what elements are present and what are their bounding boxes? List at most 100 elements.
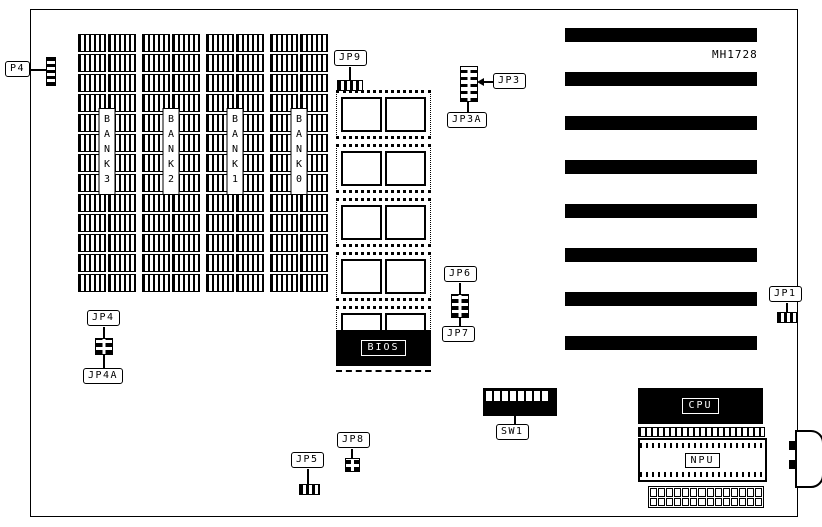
- jumper-jp4-pins: [95, 338, 113, 355]
- connector-pin: [666, 488, 674, 497]
- memory-dip-chip: [206, 194, 234, 212]
- connector-pin: [722, 497, 730, 506]
- memory-dip-chip: [236, 54, 264, 72]
- memory-dip-chip: [300, 274, 328, 292]
- memory-dip-chip: [236, 194, 264, 212]
- memory-dip-chip: [300, 34, 328, 52]
- jumper-jp8-pins: [345, 458, 360, 472]
- memory-dip-chip: [206, 254, 234, 272]
- pointer-line: [467, 101, 469, 112]
- memory-dip-chip: [172, 194, 200, 212]
- dip-switch-position: [526, 391, 532, 401]
- chip-socket-row: [336, 90, 431, 139]
- bios-chip: BIOS: [336, 330, 431, 366]
- connector-pin: [682, 497, 690, 506]
- memory-dip-chip: [172, 74, 200, 92]
- connector-pin: [666, 497, 674, 506]
- connector-pin: [650, 488, 658, 497]
- memory-dip-chip: [142, 74, 170, 92]
- memory-dip-chip: [142, 194, 170, 212]
- jumper-jp6-jp7-pins: [451, 294, 469, 318]
- expansion-slot: [565, 248, 757, 262]
- memory-dip-chip: [142, 254, 170, 272]
- memory-dip-chip: [206, 94, 234, 112]
- memory-dip-chip: [270, 234, 298, 252]
- memory-dip-chip: [142, 94, 170, 112]
- memory-bank-2: BANK2: [142, 34, 200, 292]
- logic-chip: [340, 151, 382, 186]
- memory-dip-chip: [142, 34, 170, 52]
- memory-dip-chip: [300, 214, 328, 232]
- pointer-arrow: [477, 78, 484, 86]
- dip-switch-position: [510, 391, 516, 401]
- jumper-jp5-pins: [299, 484, 320, 495]
- memory-dip-chip: [206, 54, 234, 72]
- dip-switch-sw1: [483, 388, 557, 416]
- logic-chip: [385, 97, 427, 132]
- label-jp7: JP7: [442, 326, 475, 342]
- connector-pin: [706, 497, 714, 506]
- pointer-line: [31, 69, 46, 71]
- dip-switch-position: [542, 391, 548, 401]
- memory-dip-chip: [142, 234, 170, 252]
- memory-dip-chip: [108, 74, 136, 92]
- connector-pin: [746, 497, 754, 506]
- connector-pin: [722, 488, 730, 497]
- memory-dip-chip: [236, 274, 264, 292]
- memory-dip-chip: [172, 54, 200, 72]
- connector-pin: [738, 488, 746, 497]
- label-jp4: JP4: [87, 310, 120, 326]
- dip-switch-position: [518, 391, 524, 401]
- expansion-slot: [565, 72, 757, 86]
- memory-dip-chip: [270, 54, 298, 72]
- memory-dip-chip: [206, 34, 234, 52]
- logic-chip: [385, 259, 427, 294]
- memory-dip-chip: [236, 34, 264, 52]
- memory-dip-chip: [108, 254, 136, 272]
- logic-chip: [340, 97, 382, 132]
- memory-dip-chip: [108, 214, 136, 232]
- pointer-line: [103, 353, 105, 368]
- connector-pin: [698, 497, 706, 506]
- label-jp6: JP6: [444, 266, 477, 282]
- memory-dip-chip: [78, 234, 106, 252]
- bios-socket-edge: [336, 370, 431, 372]
- memory-dip-chip: [78, 54, 106, 72]
- cpu-chip: CPU: [638, 388, 763, 424]
- memory-dip-chip: [300, 254, 328, 272]
- board-part-number: MH1728: [712, 48, 758, 61]
- expansion-slot: [565, 28, 757, 42]
- label-jp9: JP9: [334, 50, 367, 66]
- connector-pin: [682, 488, 690, 497]
- jumper-jp9-pins: [337, 80, 363, 91]
- memory-dip-chip: [236, 234, 264, 252]
- memory-dip-chip: [270, 254, 298, 272]
- connector-pin: [714, 497, 722, 506]
- memory-bank-3: BANK3: [78, 34, 136, 292]
- memory-dip-chip: [142, 54, 170, 72]
- memory-dip-chip: [172, 94, 200, 112]
- connector-pin: [690, 488, 698, 497]
- memory-dip-chip: [78, 34, 106, 52]
- memory-dip-chip: [78, 94, 106, 112]
- connector-pin: [738, 497, 746, 506]
- connector-pin: [754, 497, 762, 506]
- expansion-slot-area: [565, 28, 757, 380]
- memory-dip-chip: [236, 94, 264, 112]
- connector-pin: [690, 497, 698, 506]
- memory-dip-chip: [108, 274, 136, 292]
- label-jp1: JP1: [769, 286, 802, 302]
- label-jp3: JP3: [493, 73, 526, 89]
- npu-label: NPU: [685, 452, 720, 468]
- connector-pin: [714, 488, 722, 497]
- connector-pin: [658, 488, 666, 497]
- memory-dip-chip: [300, 54, 328, 72]
- chip-socket-row: [336, 252, 431, 301]
- keyboard-connector: [795, 430, 822, 488]
- memory-dip-chip: [78, 254, 106, 272]
- memory-dip-chip: [300, 234, 328, 252]
- memory-dip-chip: [78, 274, 106, 292]
- jumper-jp3-pins: [460, 66, 478, 102]
- pointer-line: [351, 449, 353, 458]
